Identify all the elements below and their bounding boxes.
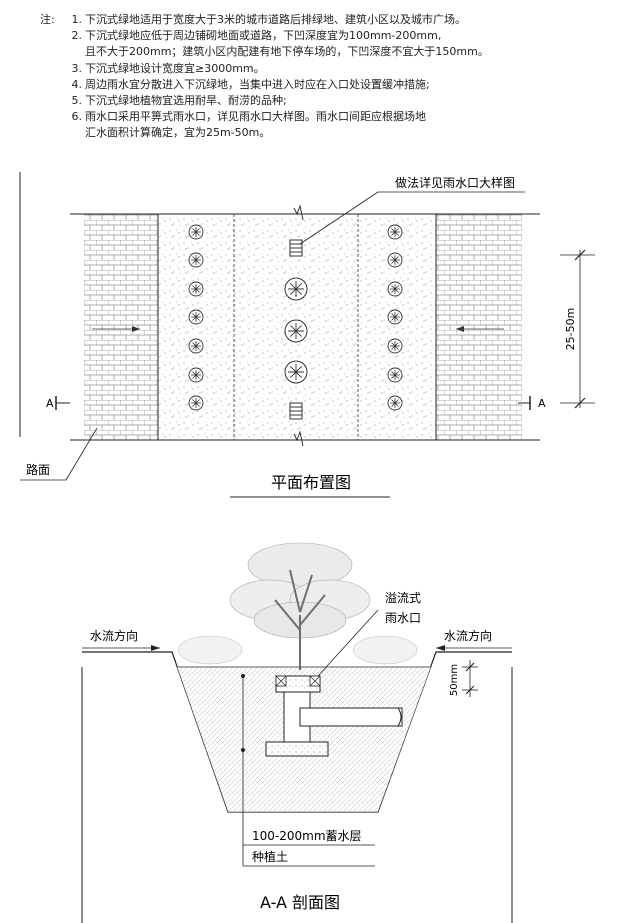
shrub-icon (188, 338, 204, 354)
note-text: 下沉式绿地植物宜选用耐旱、耐涝的品种; (85, 94, 287, 108)
note-text: 下沉式绿地应低于周边铺砌地面或道路，下凹深度宜为100mm-200mm, (85, 29, 442, 43)
note-number: 5. (71, 94, 83, 108)
note-number: 1. (71, 13, 83, 26)
note-text: 周边雨水宜分散进入下沉绿地，当集中进入时应在入口处设置缓冲措施; (85, 77, 430, 91)
shrub-icon (387, 224, 403, 240)
shrub-icon (387, 367, 403, 383)
right-pavement (436, 214, 522, 440)
note-number: 4. (71, 77, 83, 91)
spacing-dimension: 25-50m (564, 308, 577, 351)
note-text: 下沉式绿地适用于宽度大于3米的城市道路后排绿地、建筑小区以及城市广场。 (85, 13, 466, 26)
note-number: 3. (71, 61, 83, 75)
road-label: 路面 (26, 462, 50, 477)
inlet-label-1: 溢流式 (385, 591, 421, 605)
shrub-icon (387, 309, 403, 325)
inlet-base (265, 741, 329, 757)
plan-title: 平面布置图 (271, 473, 351, 492)
flow-direction-right: 水流方向 (444, 628, 492, 643)
shrub-icon (387, 281, 403, 297)
shrub-icon (188, 309, 204, 325)
notes-label: 注: (40, 13, 55, 26)
note-text: 雨水口采用平箅式雨水口，详见雨水口大样图。雨水口间距应根据场地 (85, 110, 426, 124)
left-pavement (84, 214, 158, 440)
callout-label: 做法详见雨水口大样图 (395, 175, 515, 190)
section-mark-right: A (538, 397, 546, 410)
plan-view: 做法详见雨水口大样图 A A 25-50m 路面 平面布置图 (19, 172, 595, 498)
rain-inlet-grate-icon (289, 239, 303, 257)
shrub-icon (387, 395, 403, 411)
note-text: 且不大于200mm；建筑小区内配建有地下停车场的，下凹深度不宜大于150mm。 (85, 45, 489, 59)
shrub-icon (188, 367, 204, 383)
shrub-icon (188, 224, 204, 240)
water-storage-layer-label: 100-200mm蓄水层 (252, 829, 362, 843)
tree-icon (284, 360, 308, 384)
section-mark-left: A (46, 397, 54, 410)
note-text: 汇水面积计算确定，宜为25m-50m。 (85, 126, 271, 140)
section-view: 溢流式 雨水口 水流方向 水流方向 50mm 100-200mm蓄水层 种植土 … (81, 542, 513, 923)
rain-inlet-grate-icon (289, 402, 303, 420)
note-number: 6. (71, 110, 83, 124)
outlet-pipe (299, 707, 403, 727)
note-text: 下沉式绿地设计宽度宜≥3000mm。 (85, 61, 265, 75)
section-title: A-A 剖面图 (260, 893, 340, 912)
note-number: 2. (71, 29, 83, 43)
shrub-icon (387, 252, 403, 268)
tree-icon (284, 319, 308, 343)
design-notes: 注:1.下沉式绿地适用于宽度大于3米的城市道路后排绿地、建筑小区以及城市广场。 … (40, 12, 600, 142)
planting-soil-label: 种植土 (252, 849, 288, 864)
shrub-icon (188, 281, 204, 297)
tree-illustration (177, 542, 418, 670)
depth-dimension: 50mm (449, 664, 460, 696)
shrub-icon (188, 395, 204, 411)
shrub-icon (188, 252, 204, 268)
flow-direction-left: 水流方向 (90, 628, 138, 643)
tree-icon (284, 277, 308, 301)
inlet-label-2: 雨水口 (385, 611, 421, 625)
shrub-icon (387, 338, 403, 354)
